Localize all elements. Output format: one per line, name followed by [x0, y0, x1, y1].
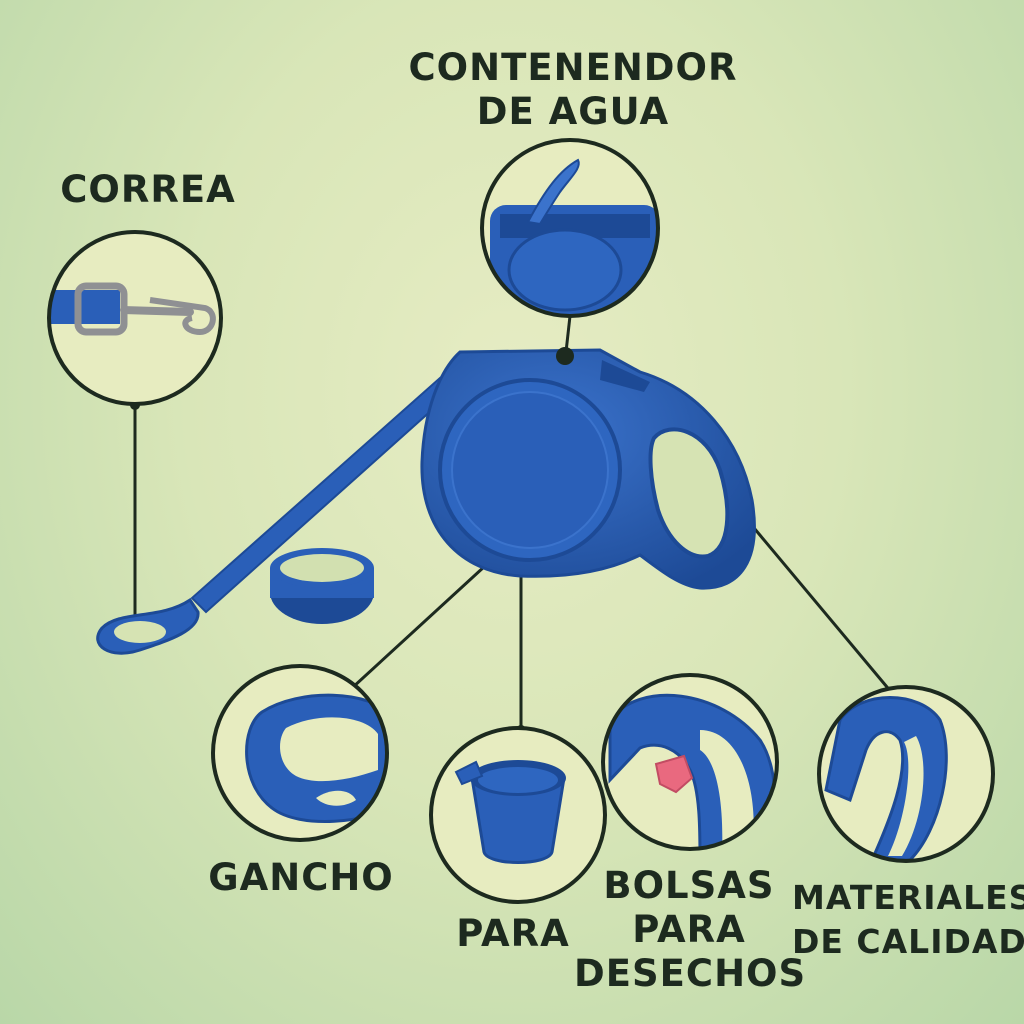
callout-contenedor — [480, 138, 660, 318]
leader-line-materiales — [747, 521, 894, 694]
leash-body — [420, 347, 756, 590]
callout-materiales — [817, 685, 995, 863]
leash-strap — [96, 376, 454, 655]
label-bolsas: BOLSAS PARA DESECHOS — [574, 864, 807, 995]
leader-lines — [133, 315, 894, 730]
silicone-ring — [270, 548, 374, 624]
leader-line-gancho — [350, 564, 487, 690]
label-contenedor: CONTENENDOR DE AGUA — [408, 46, 738, 133]
callout-para — [429, 726, 607, 904]
label-para: PARA — [456, 912, 570, 955]
leader-line-contenedor — [564, 315, 572, 353]
callout-gancho — [211, 664, 389, 842]
label-materiales: MATERIALES DE CALIDAD — [792, 878, 1024, 961]
label-gancho: GANCHO — [208, 856, 394, 899]
callout-bolsas — [601, 673, 779, 851]
callout-correa — [47, 230, 223, 406]
label-correa: CORREA — [60, 168, 236, 211]
